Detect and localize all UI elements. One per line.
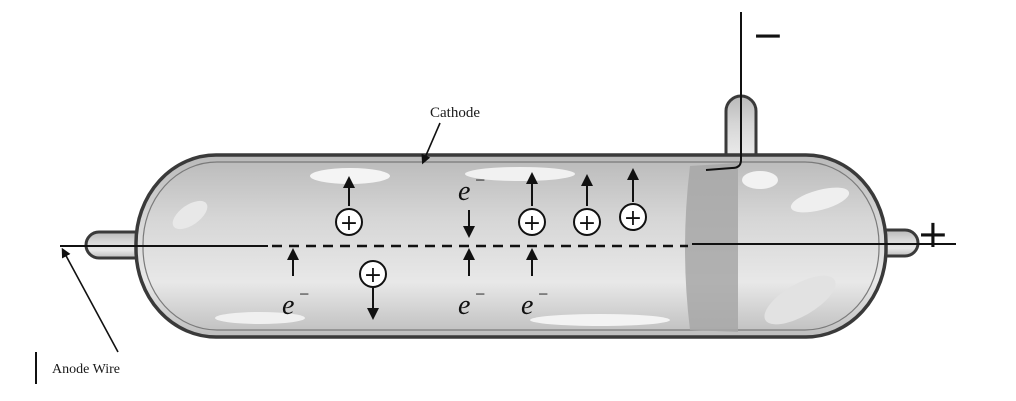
cathode-band: [685, 163, 738, 332]
svg-text:+: +: [340, 211, 358, 236]
highlight: [215, 312, 305, 324]
positive-ion-icon: +: [619, 168, 647, 231]
svg-text:+: +: [578, 211, 596, 236]
highlight: [172, 200, 208, 230]
svg-text:−: −: [537, 284, 549, 304]
positive-ion-icon: +: [335, 176, 363, 236]
positive-ion-icon: +: [573, 174, 601, 236]
svg-text:e: e: [458, 290, 470, 321]
svg-text:−: −: [298, 284, 310, 304]
electron-icon: e −: [458, 248, 486, 321]
negative-terminal-sign: −: [752, 13, 784, 57]
svg-text:e: e: [521, 290, 533, 321]
positive-ion-icon: +: [518, 172, 546, 236]
wires: [60, 12, 956, 248]
glass-tube: [84, 94, 920, 339]
svg-text:+: +: [364, 263, 382, 288]
electron-icon: e −: [521, 248, 549, 321]
svg-text:e: e: [458, 176, 470, 207]
positive-ion-icon: +: [359, 260, 387, 320]
electron-icon: e −: [282, 248, 310, 321]
svg-text:e: e: [282, 290, 294, 321]
electron-icon: e −: [458, 170, 486, 238]
positive-terminal-sign: +: [917, 212, 949, 256]
svg-text:−: −: [474, 170, 486, 190]
highlight: [764, 275, 836, 325]
highlight: [790, 187, 850, 213]
highlight: [530, 314, 670, 326]
highlight: [465, 167, 575, 181]
svg-text:+: +: [624, 206, 642, 231]
svg-text:−: −: [474, 284, 486, 304]
cathode-pointer: [421, 122, 441, 165]
highlight: [310, 168, 390, 184]
highlight: [742, 171, 778, 189]
anode-wire-label: Anode Wire: [52, 362, 120, 377]
cathode-lead-wire: [705, 150, 742, 171]
svg-text:+: +: [523, 211, 541, 236]
cathode-label: Cathode: [430, 105, 480, 121]
anode-wire-pointer: [61, 247, 119, 353]
